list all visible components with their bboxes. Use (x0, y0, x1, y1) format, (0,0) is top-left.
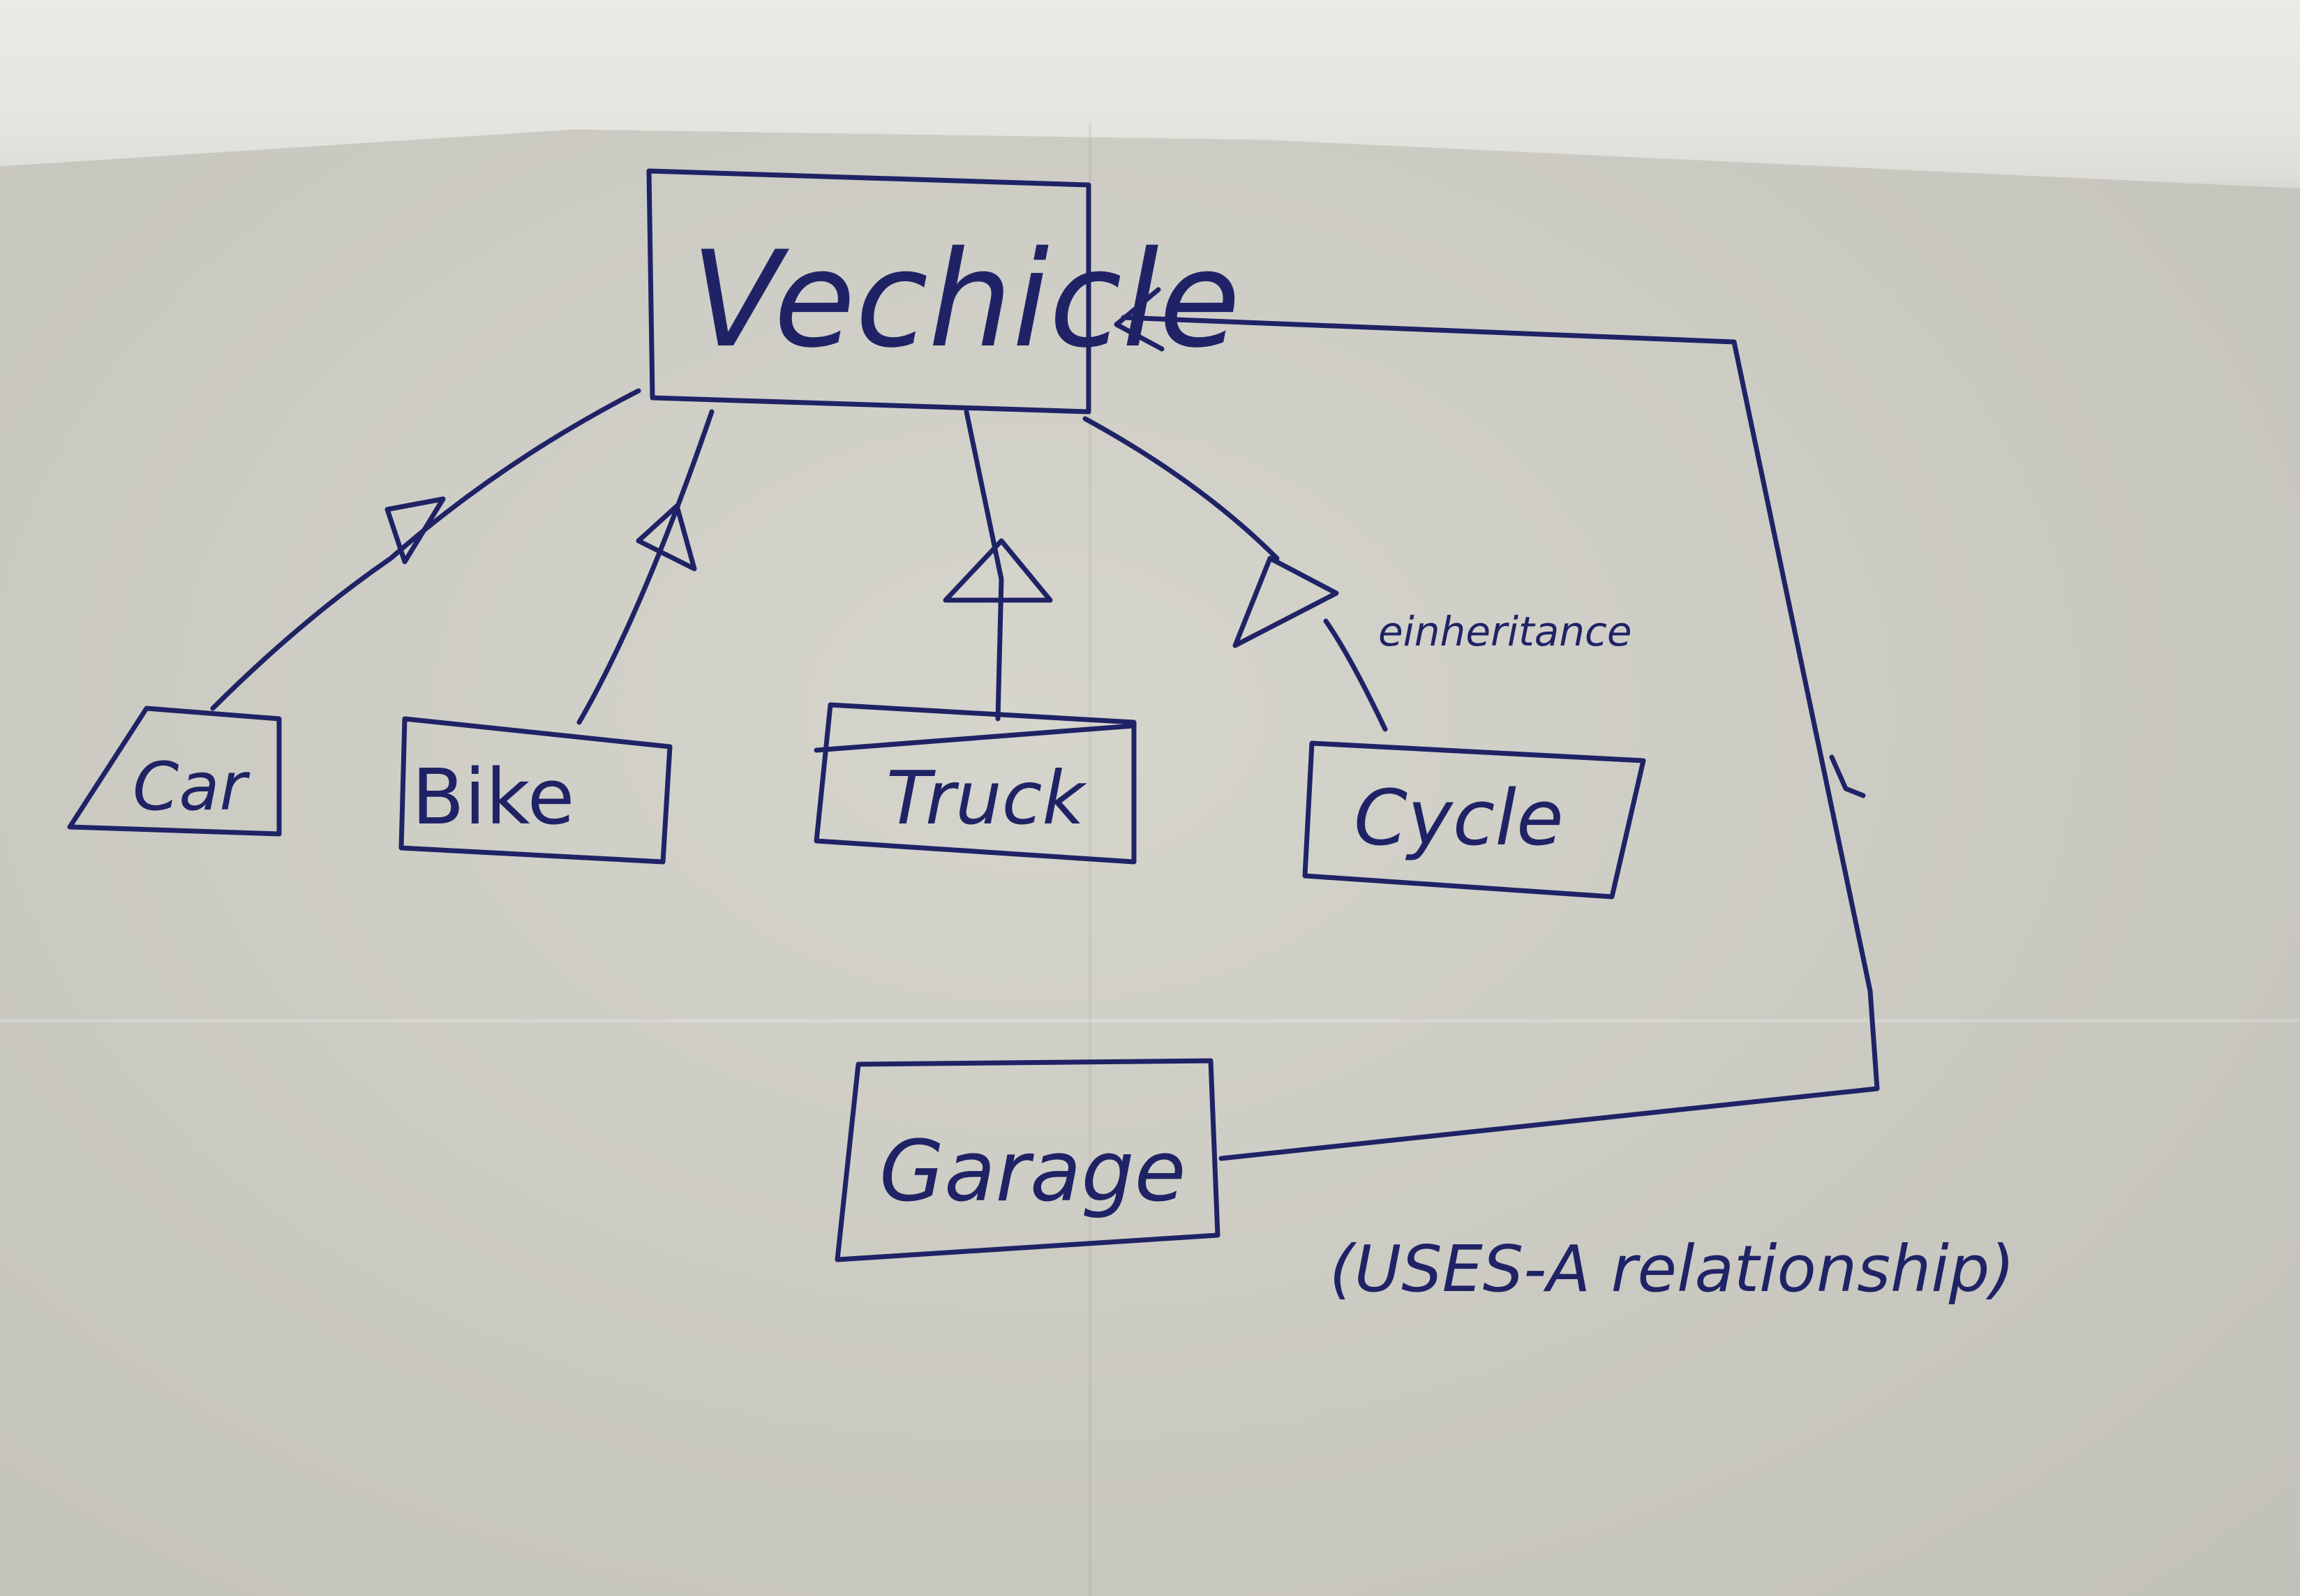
uses-mid-arrow-icon (1829, 754, 1866, 798)
car-inheritance-arrow-icon (384, 496, 446, 565)
paper-main-area (0, 129, 2300, 1596)
garage-box (835, 1058, 1220, 1262)
cycle-label: Cycle (1354, 773, 1564, 863)
vehicle-label: Vechicle (691, 223, 1241, 377)
vehicle-box (646, 168, 1091, 415)
cycle-upper-line (1082, 416, 1280, 561)
car-box (67, 706, 282, 837)
truck-box (814, 702, 1137, 865)
car-inheritance-line (210, 388, 641, 711)
truck-label: Truck (886, 756, 1087, 841)
uses-relationship-label: (USES-A relationship) (1329, 1232, 2015, 1306)
bike-box (398, 716, 673, 865)
uses-arrowhead-icon (1114, 287, 1165, 352)
truck-inheritance-arrow-icon (943, 538, 1053, 603)
truck-inheritance-line (964, 409, 1004, 722)
garage-label: Garage (879, 1124, 1186, 1221)
cycle-box (1302, 740, 1646, 900)
bike-label: Bike (412, 752, 574, 842)
uses-relationship-line (1121, 315, 1880, 1161)
cycle-inheritance-arrow-icon (1232, 555, 1339, 648)
inheritance-label: einheritance (1378, 608, 1632, 655)
bike-inheritance-line (576, 409, 715, 725)
cycle-inheritance-line (1323, 618, 1388, 732)
car-label: Car (133, 749, 251, 826)
truck-box-divider (814, 723, 1137, 753)
bike-inheritance-arrow-icon (636, 503, 697, 572)
fold-crease (0, 1019, 2300, 1022)
